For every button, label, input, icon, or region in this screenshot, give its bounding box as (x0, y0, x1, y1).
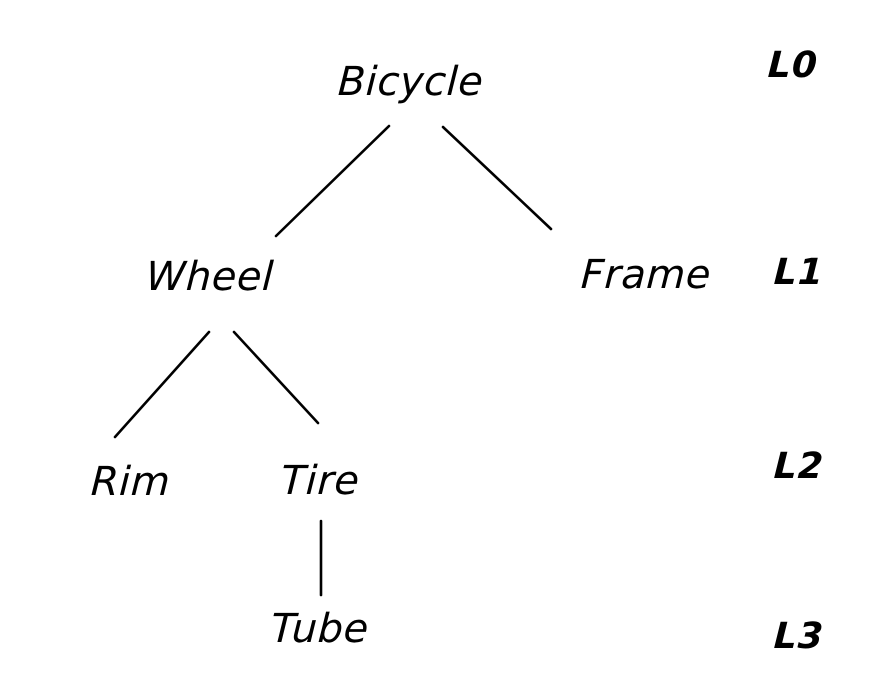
level-label-l3: L3 (772, 616, 826, 657)
node-frame[interactable]: Frame (579, 252, 713, 298)
node-tire[interactable]: Tire (279, 458, 361, 504)
node-wheel[interactable]: Wheel (144, 254, 275, 300)
level-label-l0: L0 (766, 45, 820, 86)
node-bicycle[interactable]: Bicycle (336, 59, 485, 105)
edge-wheel-tire (232, 330, 320, 425)
level-label-l2: L2 (772, 446, 826, 487)
edge-bicycle-wheel (274, 124, 391, 238)
node-tube[interactable]: Tube (269, 606, 370, 652)
node-rim[interactable]: Rim (89, 459, 172, 505)
edge-bicycle-frame (441, 125, 553, 231)
level-label-l1: L1 (772, 252, 826, 293)
edge-wheel-rim (113, 330, 211, 439)
